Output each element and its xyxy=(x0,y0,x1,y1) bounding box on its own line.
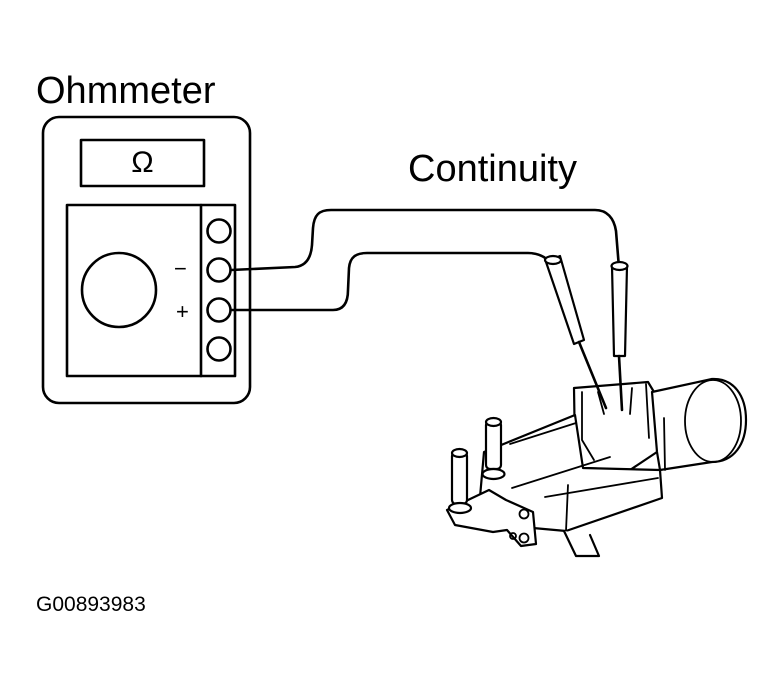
probe-right-handle xyxy=(610,264,629,358)
figure-code: G00893983 xyxy=(36,593,146,616)
terminal-jack-positive xyxy=(206,297,232,323)
solenoid-valve-icon xyxy=(445,377,748,558)
terminal-jack-4 xyxy=(206,336,232,362)
probe-left-tip xyxy=(577,340,608,410)
test-leads xyxy=(229,208,621,312)
lead-positive xyxy=(229,251,556,312)
meter-dial xyxy=(80,251,158,329)
ohmmeter-icon xyxy=(41,115,252,405)
probe-left-handle xyxy=(544,254,586,346)
test-probe-icon xyxy=(543,254,633,415)
valve-mount-tab xyxy=(562,529,601,558)
terminal-jack-1 xyxy=(206,218,232,244)
probe-right-tip xyxy=(617,354,624,412)
meter-display-symbol: Ω xyxy=(131,146,154,179)
vacuum-port-upper xyxy=(484,419,503,471)
vacuum-port-lower xyxy=(450,450,469,506)
terminal-jack-negative xyxy=(206,257,232,283)
continuity-label: Continuity xyxy=(408,148,577,190)
lead-negative xyxy=(229,208,621,272)
ohmmeter-label: Ohmmeter xyxy=(36,70,216,112)
terminal-plus-sign: + xyxy=(176,299,189,324)
terminal-minus-sign: − xyxy=(174,256,187,281)
